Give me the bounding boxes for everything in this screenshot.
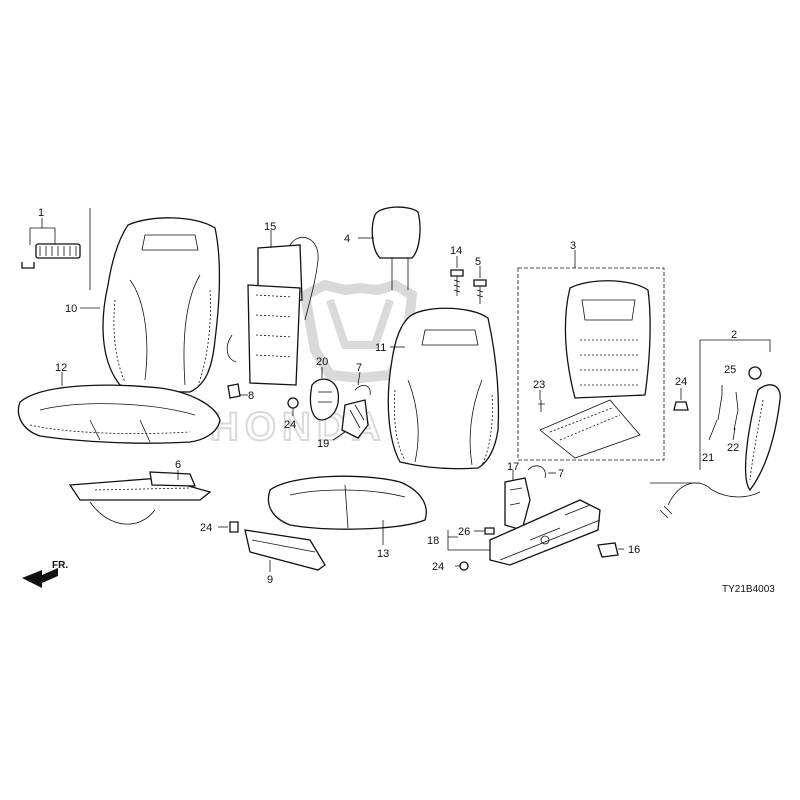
part-2-side-airbag-group [650, 339, 781, 519]
callout-23: 23 [533, 379, 545, 391]
part-15-seatback-frame [226, 230, 319, 386]
part-8-clip [227, 383, 248, 399]
diagram-code: TY21B4003 [722, 584, 775, 595]
part-17-bracket [504, 470, 531, 531]
part-13-cushion-pad [267, 475, 427, 545]
callout-1: 1 [38, 207, 44, 219]
callout-14: 14 [450, 245, 462, 257]
callout-13: 13 [377, 548, 389, 560]
callout-2: 2 [731, 329, 737, 341]
callout-8: 8 [248, 390, 254, 402]
part-19-recliner-mechanism [332, 399, 369, 441]
part-24-clip-center [287, 397, 299, 416]
callout-7-upper: 7 [356, 362, 362, 374]
callout-18: 18 [427, 535, 439, 547]
callout-12: 12 [55, 362, 67, 374]
callout-6: 6 [175, 459, 181, 471]
part-16-cap [597, 542, 624, 558]
front-direction-arrow-icon: FR. [22, 560, 68, 588]
callout-4: 4 [344, 233, 350, 245]
part-5-bolt [473, 266, 487, 304]
part-20-recliner-cover [309, 367, 340, 421]
honda-logo-watermark: HONDA [209, 279, 418, 450]
callout-10: 10 [65, 303, 77, 315]
callout-11: 11 [375, 342, 386, 354]
callout-15: 15 [264, 221, 276, 233]
part-26-bolt [474, 527, 495, 535]
callout-7-lower: 7 [558, 468, 564, 480]
front-marker-label: FR. [52, 560, 68, 571]
part-3-back-panel-group [517, 250, 665, 461]
callout-24-right: 24 [675, 376, 687, 388]
callout-20: 20 [316, 356, 328, 368]
part-12-cushion-cover [17, 372, 221, 444]
part-4-headrest [358, 206, 421, 290]
callout-19: 19 [317, 438, 329, 450]
part-24-clip-lower [455, 561, 469, 571]
callout-25: 25 [724, 364, 736, 376]
part-7-spring-lower [527, 465, 556, 479]
callout-24-lower: 24 [432, 561, 444, 573]
part-10-seatback-cover [80, 217, 221, 393]
callout-16: 16 [628, 544, 640, 556]
part-11-seatback-trim [387, 307, 500, 470]
callout-5: 5 [475, 256, 481, 268]
callout-17: 17 [507, 461, 519, 473]
callout-9: 9 [267, 574, 273, 586]
callout-3: 3 [570, 240, 576, 252]
part-24-clip-right [673, 388, 689, 411]
part-14-bolt [450, 256, 464, 296]
part-6-seat-heater [68, 470, 212, 525]
part-9-side-trim [244, 529, 326, 572]
callout-24-center: 24 [284, 419, 296, 431]
part-24-clip-left [218, 521, 239, 533]
part-7-spring-upper [354, 371, 371, 396]
callout-21: 21 [702, 452, 714, 464]
callout-22: 22 [727, 442, 739, 454]
callout-24-left: 24 [200, 522, 212, 534]
callout-26: 26 [458, 526, 470, 538]
part-18-seat-track [447, 499, 601, 566]
part-1-clips [21, 208, 91, 290]
